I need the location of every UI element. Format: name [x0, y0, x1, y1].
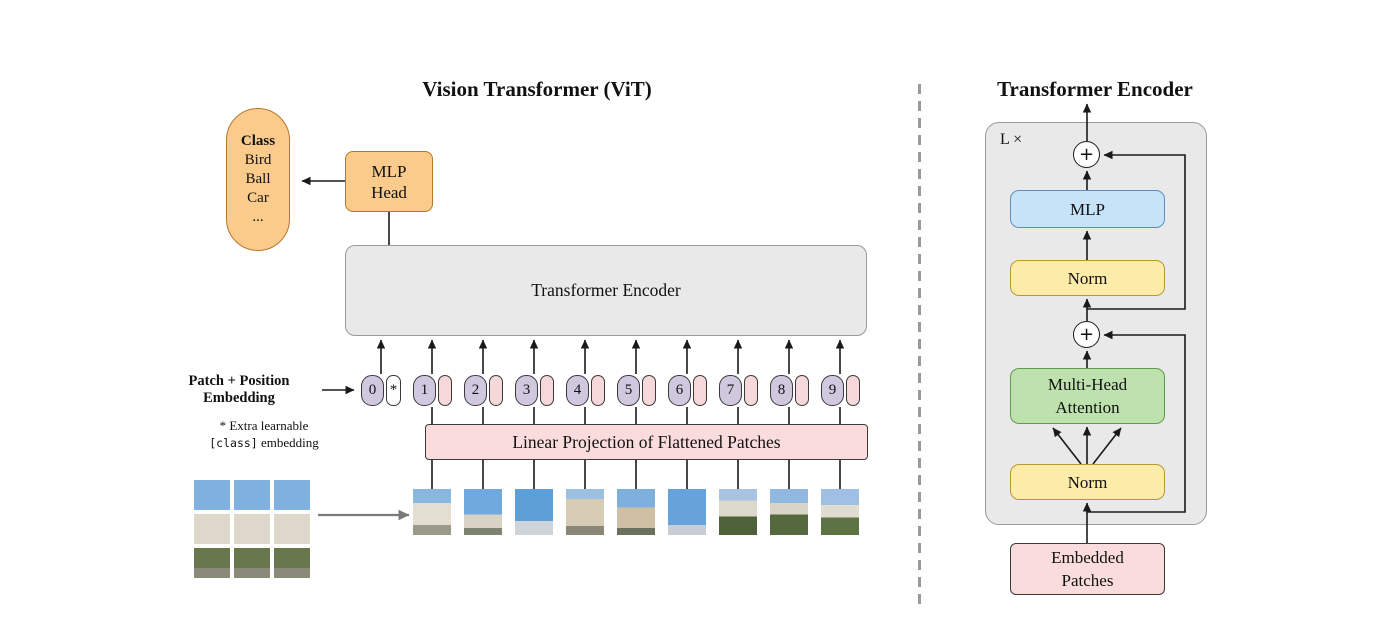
image-grid-cell	[232, 478, 272, 512]
encoder-title: Transformer Encoder	[997, 77, 1193, 101]
class-output-pill: Class Bird Ball Car ...	[226, 108, 290, 251]
class-token-star-chip: *	[386, 375, 401, 406]
class-pill-heading: Class	[240, 133, 276, 149]
token-group-2: 2	[464, 375, 503, 406]
image-grid-cell	[272, 478, 312, 512]
linear-projection-box: Linear Projection of Flattened Patches	[425, 424, 868, 460]
class-embedding-footnote: * Extra learnable [class] embedding	[196, 417, 332, 452]
footnote-line2: [class] embedding	[209, 435, 319, 450]
transformer-encoder-box: Transformer Encoder	[345, 245, 867, 336]
mlp-head-box: MLP Head	[345, 151, 433, 212]
image-patch-9	[821, 489, 859, 535]
token-group-6: 6	[668, 375, 707, 406]
patch-embedding-chip	[591, 375, 605, 406]
multi-head-attention-box: Multi-Head Attention	[1010, 368, 1165, 424]
patch-embedding-chip	[795, 375, 809, 406]
token-group-1: 1	[413, 375, 452, 406]
image-patch-6	[668, 489, 706, 535]
token-group-8: 8	[770, 375, 809, 406]
class-token-group: 0 *	[361, 375, 401, 406]
token-group-9: 9	[821, 375, 860, 406]
layer-repeat-label: L ×	[1000, 131, 1023, 148]
position-embedding-pill: 9	[821, 375, 844, 406]
class-pill-item: ...	[252, 209, 264, 225]
image-grid-cell	[192, 478, 232, 512]
norm-box-top: Norm	[1010, 260, 1165, 296]
token-group-7: 7	[719, 375, 758, 406]
position-embedding-pill: 1	[413, 375, 436, 406]
input-image-grid	[192, 478, 312, 580]
image-grid-cell	[272, 546, 312, 580]
patch-embedding-chip	[744, 375, 758, 406]
image-patch-8	[770, 489, 808, 535]
patch-embedding-chip	[693, 375, 707, 406]
embedded-patches-box: Embedded Patches	[1010, 543, 1165, 595]
position-embedding-pill: 6	[668, 375, 691, 406]
position-embedding-pill: 7	[719, 375, 742, 406]
mlp-head-label-line1: MLP	[371, 161, 407, 181]
patch-position-embedding-label: Patch + Position Embedding	[188, 373, 290, 406]
residual-add-mid: +	[1073, 321, 1100, 348]
image-patch-7	[719, 489, 757, 535]
token-group-4: 4	[566, 375, 605, 406]
position-embedding-pill: 8	[770, 375, 793, 406]
image-patch-1	[413, 489, 451, 535]
patch-embedding-chip	[540, 375, 554, 406]
position-embedding-pill: 5	[617, 375, 640, 406]
image-grid-cell	[232, 512, 272, 546]
image-grid-cell	[192, 546, 232, 580]
image-patch-3	[515, 489, 553, 535]
section-divider	[918, 84, 921, 608]
image-grid-cell	[192, 512, 232, 546]
class-pill-item: Bird	[244, 152, 272, 168]
token-group-5: 5	[617, 375, 656, 406]
norm-box-bottom: Norm	[1010, 464, 1165, 500]
mlp-box: MLP	[1010, 190, 1165, 228]
mlp-head-label-line2: Head	[371, 182, 407, 202]
token-group-3: 3	[515, 375, 554, 406]
image-grid-cell	[272, 512, 312, 546]
residual-add-top: +	[1073, 141, 1100, 168]
patch-embedding-chip	[438, 375, 452, 406]
patch-embedding-chip	[642, 375, 656, 406]
position-embedding-pill: 2	[464, 375, 487, 406]
image-grid-cell	[232, 546, 272, 580]
class-pill-item: Car	[247, 190, 269, 206]
patch-embedding-chip	[489, 375, 503, 406]
image-patch-2	[464, 489, 502, 535]
vit-title: Vision Transformer (ViT)	[422, 77, 652, 101]
image-patch-5	[617, 489, 655, 535]
position-embedding-pill: 4	[566, 375, 589, 406]
position-embedding-pill: 3	[515, 375, 538, 406]
class-pill-item: Ball	[245, 171, 271, 187]
patch-embedding-chip	[846, 375, 860, 406]
footnote-line1: * Extra learnable	[219, 418, 309, 433]
class-token-pill: 0	[361, 375, 384, 406]
class-token-code: [class]	[209, 436, 258, 450]
image-patch-4	[566, 489, 604, 535]
